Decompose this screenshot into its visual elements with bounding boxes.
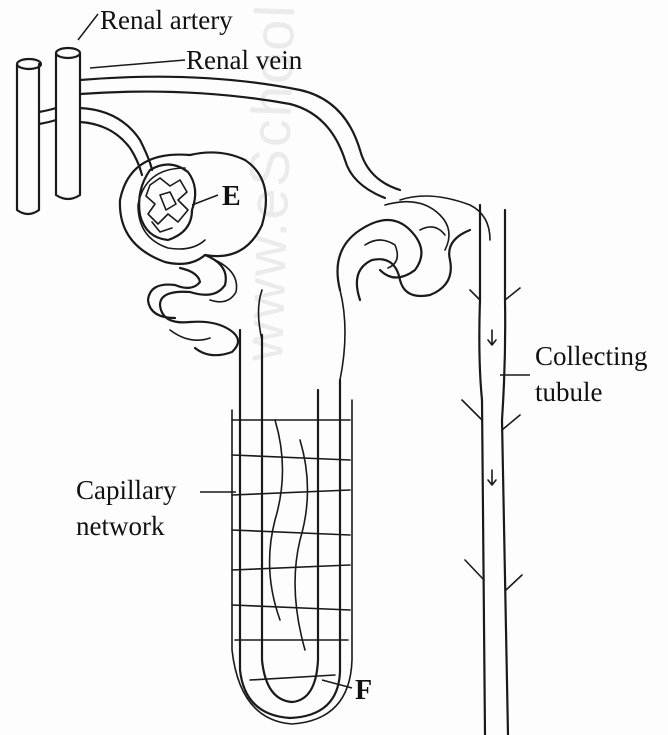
proximal-tubule — [148, 255, 238, 355]
capillary-network-label-line2: network — [76, 512, 164, 542]
renal-artery-label: Renal artery — [100, 6, 233, 36]
collecting-tubule-label-line1: Collecting — [535, 342, 647, 372]
glomerulus — [139, 164, 195, 240]
renal-vessels — [17, 48, 80, 214]
collecting-tubule — [462, 205, 522, 735]
capillary-network — [232, 290, 352, 724]
capillary-network-label-line1: Capillary — [76, 476, 176, 506]
leader-lines — [78, 14, 530, 688]
label-e: E — [222, 182, 241, 213]
renal-vein-label: Renal vein — [186, 46, 302, 76]
loop-of-henle — [240, 330, 340, 718]
label-f: F — [355, 676, 372, 707]
distal-tubule — [338, 196, 491, 300]
collecting-tubule-label-line2: tubule — [535, 378, 603, 408]
